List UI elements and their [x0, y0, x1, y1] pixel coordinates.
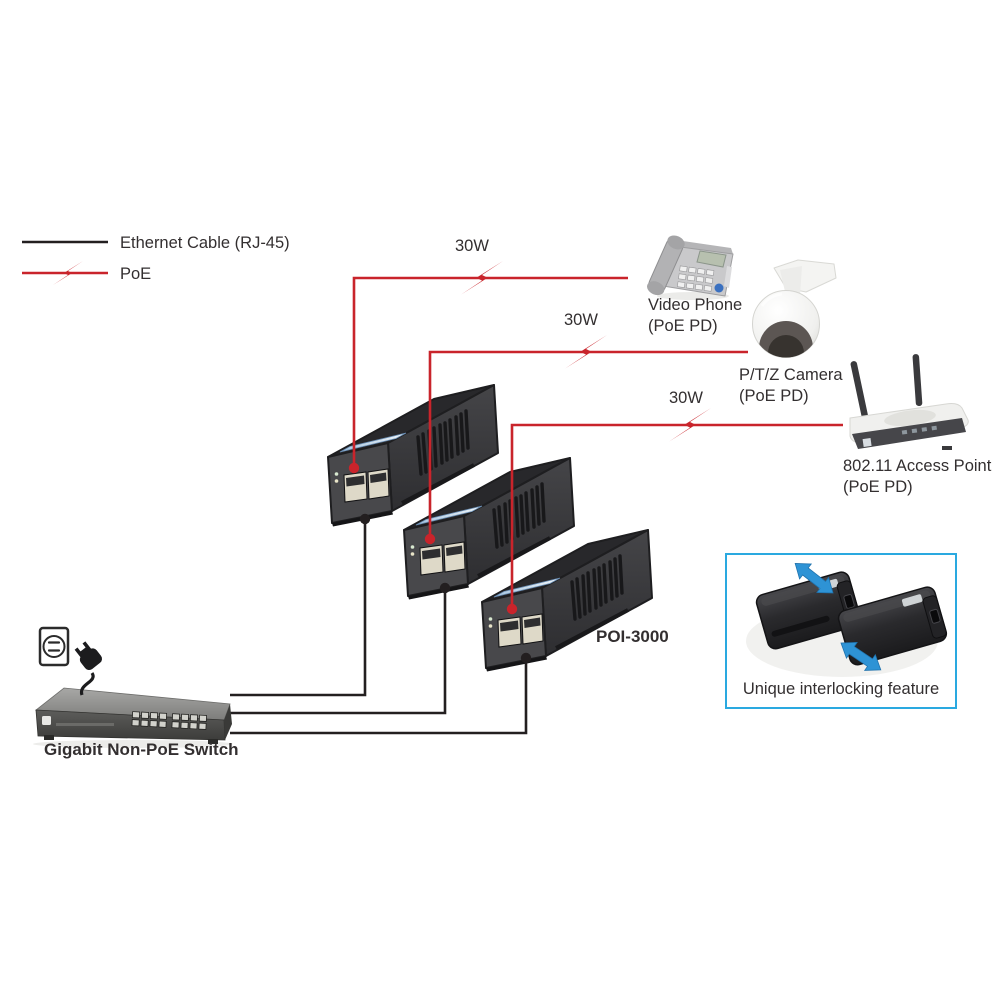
callout-caption: Unique interlocking feature: [742, 680, 940, 698]
legend-poe-label: PoE: [120, 265, 152, 283]
callout-box: Unique interlocking feature: [725, 553, 957, 709]
antenna-right: [912, 354, 923, 407]
power-label-1: 30W: [455, 237, 489, 255]
switch-label: Gigabit Non-PoE Switch: [44, 740, 239, 759]
poe-cable-ptz-camera: [424, 335, 748, 545]
video-phone-illustration: [647, 235, 734, 300]
power-outlet-icon: [38, 626, 70, 667]
ethernet-cable-1: [230, 513, 371, 697]
video-phone-pd-label: (PoE PD): [648, 317, 718, 335]
access-point-illustration: [849, 354, 969, 450]
power-plug-icon: [74, 641, 103, 671]
access-point-pd-label: (PoE PD): [843, 478, 913, 496]
power-label-3: 30W: [669, 389, 703, 407]
video-phone-label: Video Phone: [648, 296, 743, 314]
phone-handset: [647, 235, 685, 296]
switch-ports: [131, 711, 208, 730]
power-label-2: 30W: [564, 311, 598, 329]
access-point-label: 802.11 Access Point: [843, 457, 992, 475]
antenna-left: [850, 361, 868, 419]
power-source: [38, 626, 103, 696]
injector-model-label: POI-3000: [596, 627, 669, 646]
interlock-injector-right: [837, 586, 948, 666]
ethernet-cable-2: [230, 582, 451, 715]
switch-logo: [42, 716, 51, 725]
interlock-photo: [746, 555, 948, 679]
ptz-camera-pd-label: (PoE PD): [739, 387, 809, 405]
switch-illustration: [33, 687, 233, 748]
ethernet-cable-3: [230, 652, 532, 735]
poe-cable-video-phone: [348, 261, 628, 474]
phone-blue-button: [714, 283, 724, 293]
ptz-camera-illustration: [752, 259, 837, 358]
legend-ethernet-label: Ethernet Cable (RJ-45): [120, 234, 290, 252]
power-cord: [79, 672, 95, 696]
poe-cable-access-point: [506, 408, 843, 615]
ptz-camera-label: P/T/Z Camera: [739, 366, 843, 384]
legend-poe-line: [22, 261, 108, 285]
